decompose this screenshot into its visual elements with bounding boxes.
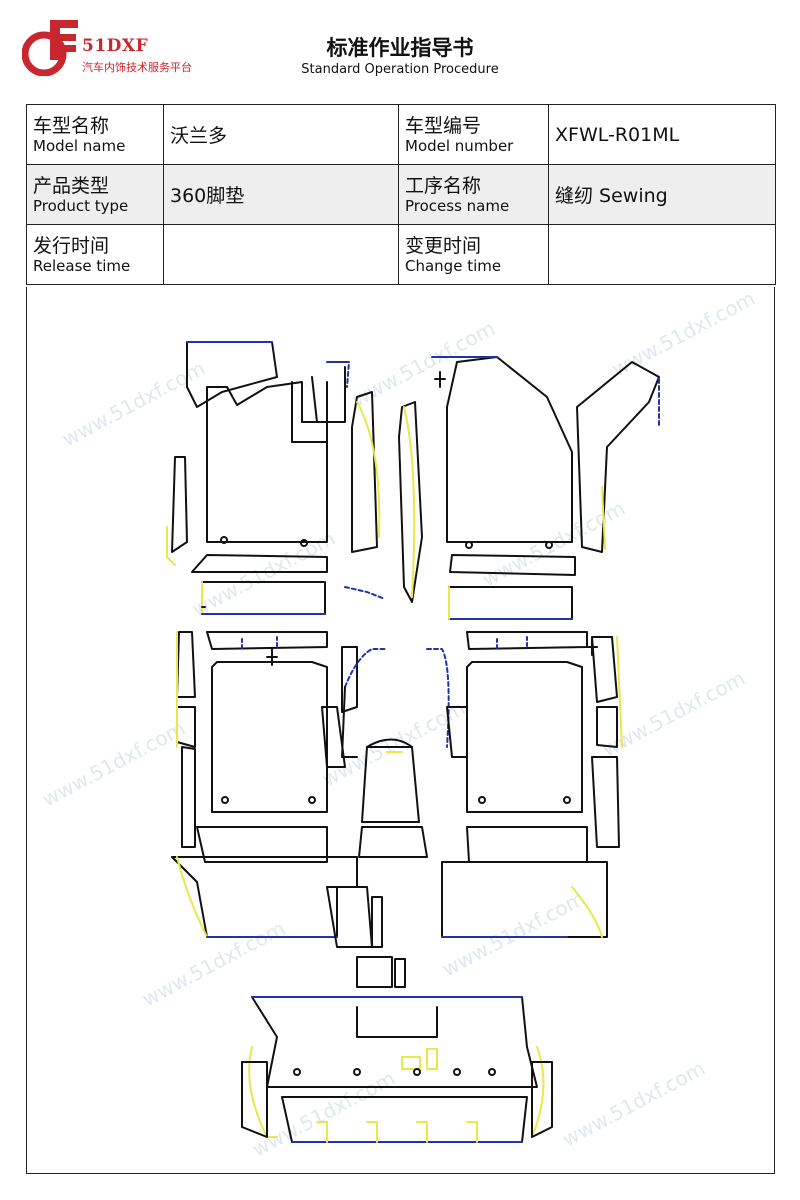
process-value: 缝纫 Sewing — [548, 164, 776, 225]
model-name-label-en: Model name — [33, 136, 126, 155]
model-number-label-en: Model number — [405, 136, 514, 155]
product-type-value: 360脚垫 — [163, 164, 399, 225]
model-name-value: 沃兰多 — [163, 104, 399, 165]
change-label-zh: 变更时间 — [405, 234, 482, 257]
model-name-label-cell: 车型名称 Model name — [26, 104, 164, 165]
logo-mark-icon — [22, 20, 78, 76]
release-label-cell: 发行时间 Release time — [26, 224, 164, 285]
info-row-time: 发行时间 Release time 变更时间 Change time — [26, 224, 776, 285]
process-label-en: Process name — [405, 196, 510, 215]
front-left-mat-piece — [166, 341, 386, 615]
model-number-label-cell: 车型编号 Model number — [398, 104, 549, 165]
info-table: 车型名称 Model name 沃兰多 车型编号 Model number XF… — [26, 104, 776, 285]
release-label-zh: 发行时间 — [33, 234, 110, 257]
product-type-label-en: Product type — [33, 196, 129, 215]
document-subtitle: Standard Operation Procedure — [301, 62, 499, 77]
info-row-model: 车型名称 Model name 沃兰多 车型编号 Model number XF… — [26, 104, 776, 165]
process-label-zh: 工序名称 — [405, 174, 482, 197]
logo-brand-text: 51DXF — [82, 36, 149, 56]
document-header: 51DXF 汽车内饰技术服务平台 标准作业指导书 Standard Operat… — [0, 0, 800, 100]
change-label-en: Change time — [405, 256, 502, 275]
floor-mat-pattern-drawing — [166, 341, 660, 1143]
product-type-label-cell: 产品类型 Product type — [26, 164, 164, 225]
change-label-cell: 变更时间 Change time — [398, 224, 549, 285]
document-title: 标准作业指导书 — [326, 36, 474, 60]
model-name-label-zh: 车型名称 — [33, 114, 110, 137]
rear-trunk-mat-piece — [241, 996, 553, 1143]
front-right-mat-piece — [398, 356, 660, 620]
logo-tagline: 汽车内饰技术服务平台 — [82, 61, 192, 74]
info-row-product: 产品类型 Product type 360脚垫 工序名称 Process nam… — [26, 164, 776, 225]
product-type-label-zh: 产品类型 — [33, 174, 110, 197]
middle-right-mat-piece — [441, 631, 623, 938]
brand-logo: 51DXF 汽车内饰技术服务平台 — [22, 18, 252, 80]
watermark-layer: www.51dxf.com www.51dxf.com www.51dxf.co… — [38, 287, 759, 1161]
center-tunnel-pieces — [326, 648, 450, 988]
release-time-value — [163, 224, 399, 285]
process-label-cell: 工序名称 Process name — [398, 164, 549, 225]
pattern-drawing-area: www.51dxf.com www.51dxf.com www.51dxf.co… — [26, 287, 775, 1174]
model-number-label-zh: 车型编号 — [405, 114, 482, 137]
middle-left-mat-piece — [171, 631, 358, 938]
change-time-value — [548, 224, 776, 285]
model-number-value: XFWL-R01ML — [548, 104, 776, 165]
release-label-en: Release time — [33, 256, 131, 275]
